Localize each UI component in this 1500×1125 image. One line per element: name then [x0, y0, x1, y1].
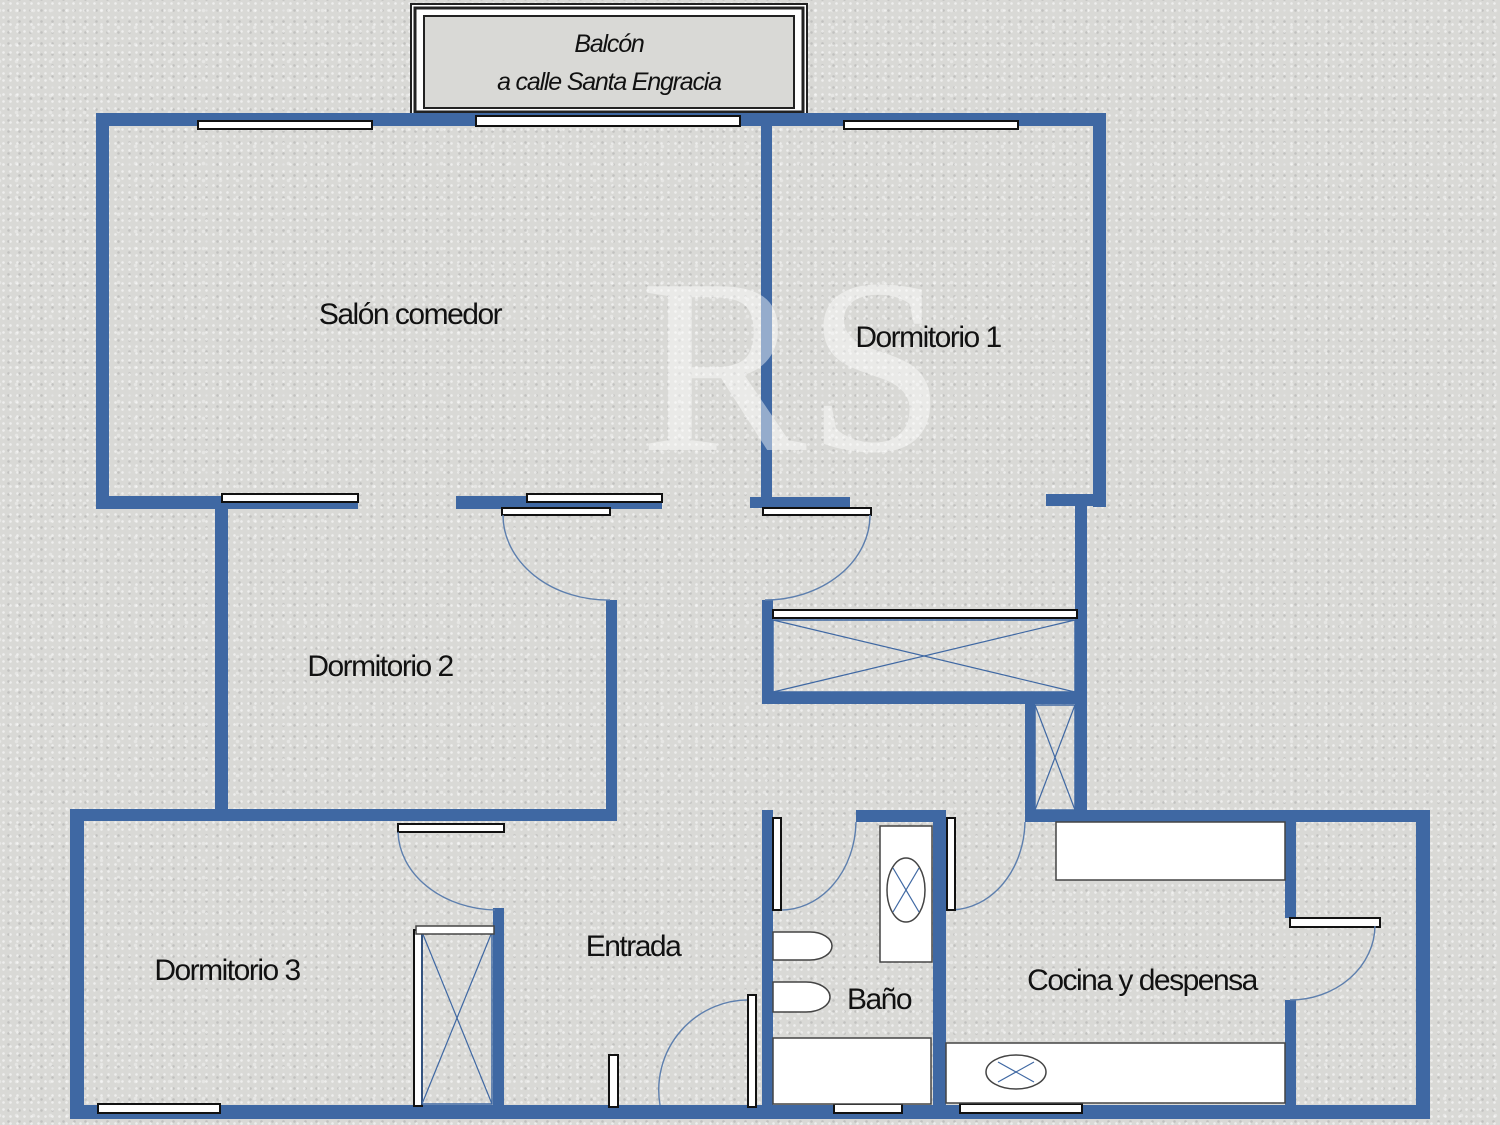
balcony-label-line1: Balcón [574, 30, 644, 58]
label-bano: Baño [847, 983, 912, 1016]
windows [97, 115, 1381, 1114]
label-cocina-despensa: Cocina y despensa [1027, 964, 1258, 997]
watermark-logo: RS [640, 228, 946, 505]
balcony: Balcón a calle Santa Engracia [410, 3, 808, 117]
label-entrada: Entrada [586, 930, 682, 963]
balcony-label-line2: a calle Santa Engracia [497, 68, 722, 96]
label-dormitorio-1: Dormitorio 1 [855, 321, 1001, 354]
doors [397, 514, 1376, 1108]
room-labels: Salón comedor Dormitorio 1 Dormitorio 2 … [154, 298, 1260, 1016]
closets [415, 619, 1076, 1105]
label-salon-comedor: Salón comedor [319, 298, 503, 331]
label-dormitorio-3: Dormitorio 3 [154, 954, 300, 987]
label-dormitorio-2: Dormitorio 2 [307, 650, 453, 683]
bathroom-fixtures [772, 825, 933, 1105]
kitchen-fixtures [945, 821, 1286, 1104]
